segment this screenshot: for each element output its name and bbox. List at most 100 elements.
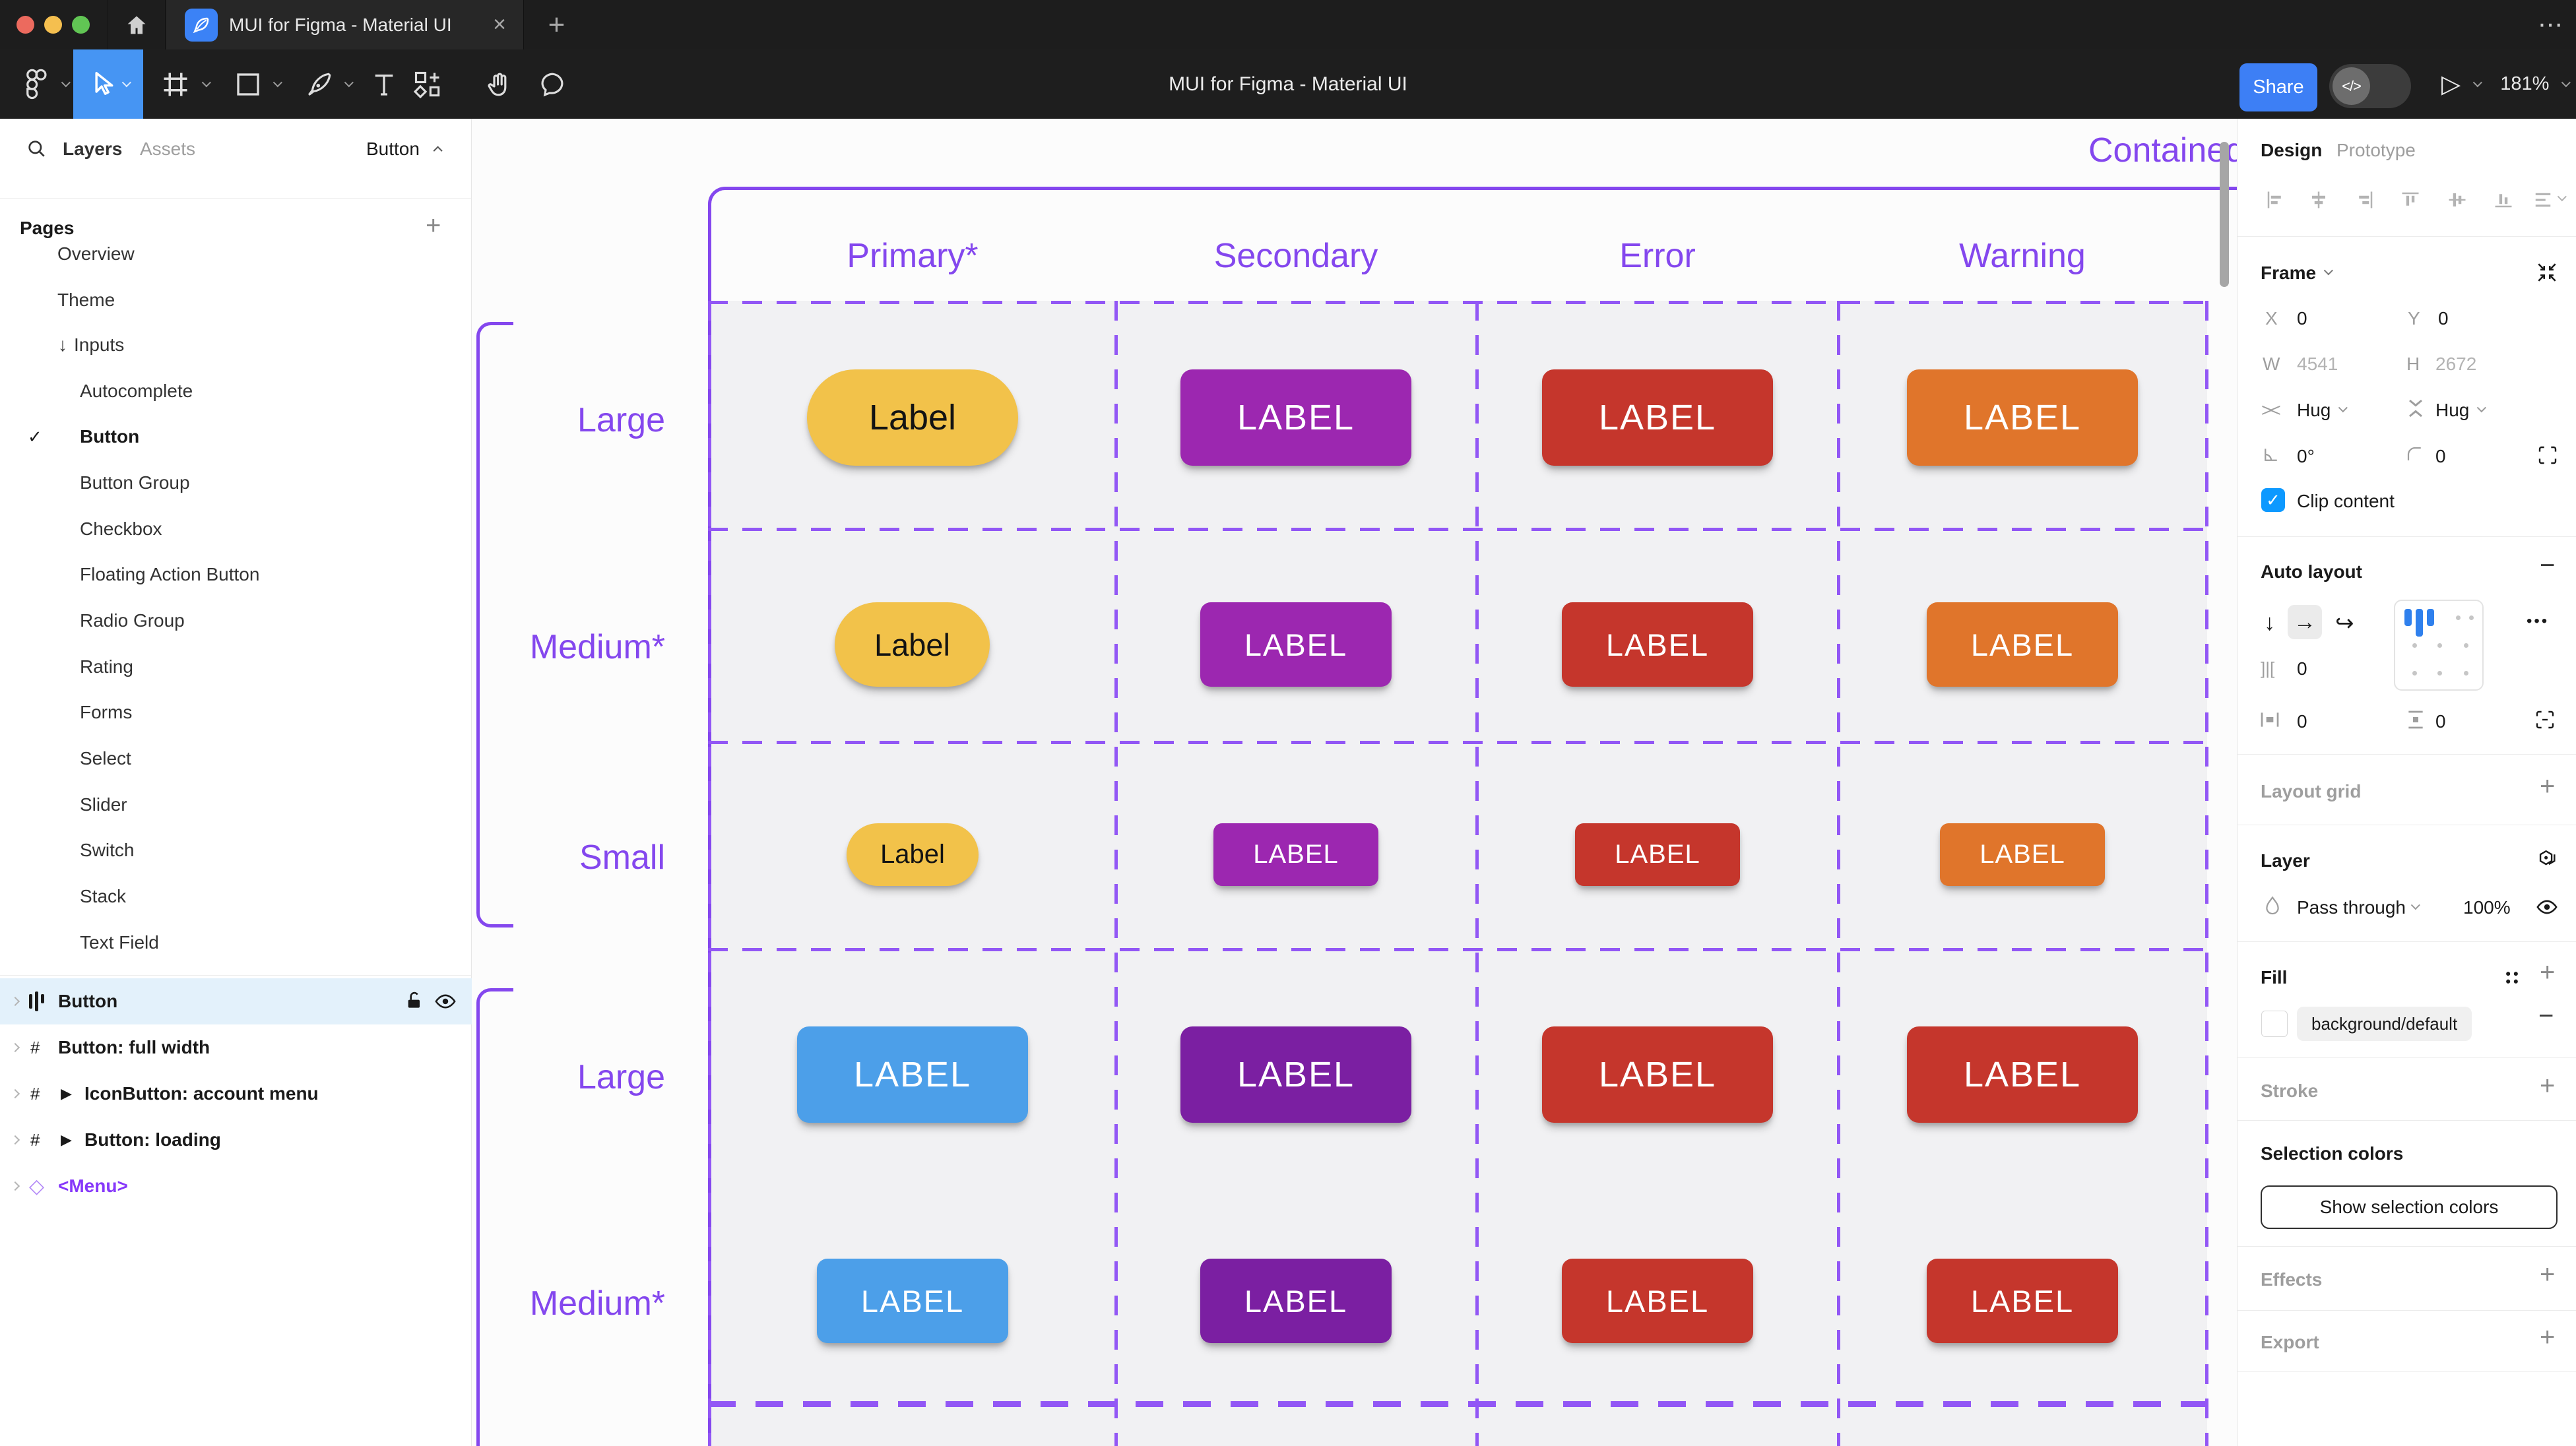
independent-corners-icon[interactable]: [2537, 445, 2558, 466]
document-tab[interactable]: MUI for Figma - Material UI ×: [166, 0, 524, 49]
show-selection-colors-button[interactable]: Show selection colors: [2261, 1185, 2558, 1229]
sidebar-item-radio-group[interactable]: Radio Group: [80, 610, 185, 631]
figma-menu-button[interactable]: [16, 49, 55, 119]
vertical-padding-value[interactable]: 0: [2435, 711, 2446, 732]
layer-row-button-full-width[interactable]: # Button: full width: [0, 1024, 472, 1071]
button-red-medium[interactable]: LABEL: [1562, 1259, 1753, 1343]
sidebar-item-button-group[interactable]: Button Group: [80, 472, 190, 493]
sidebar-item-switch[interactable]: Switch: [80, 840, 135, 860]
align-v-center-icon[interactable]: [2447, 190, 2467, 210]
individual-padding-icon[interactable]: [2534, 709, 2556, 730]
pen-tool-button[interactable]: [302, 49, 337, 119]
hand-tool-button[interactable]: [482, 49, 516, 119]
add-layout-grid-icon[interactable]: +: [2540, 772, 2556, 801]
button-red-large-2[interactable]: LABEL: [1907, 1026, 2138, 1123]
page-selector-chevron-icon[interactable]: [433, 146, 443, 156]
dev-mode-toggle[interactable]: </>: [2329, 64, 2411, 108]
layout-right-selected[interactable]: →: [2288, 605, 2322, 639]
zoom-window-button[interactable]: [72, 16, 90, 34]
layer-row-button[interactable]: Button: [0, 978, 472, 1024]
design-canvas[interactable]: Contained Primary* Secondary Error Warni…: [472, 119, 2237, 1446]
layer-row-iconbutton-account-menu[interactable]: # ▶ IconButton: account menu: [0, 1071, 472, 1117]
layer-row-button-loading[interactable]: # ▶ Button: loading: [0, 1117, 472, 1163]
rotation-value[interactable]: 0°: [2297, 446, 2315, 466]
present-play-icon[interactable]: ▷: [2441, 71, 2461, 98]
clip-content-label[interactable]: Clip content: [2297, 491, 2395, 511]
vertical-scrollbar[interactable]: [2220, 142, 2229, 287]
button-darkpurple-medium[interactable]: LABEL: [1200, 1259, 1392, 1343]
text-tool-button[interactable]: [367, 49, 401, 119]
button-secondary-small[interactable]: LABEL: [1213, 823, 1378, 886]
layer-visible-eye-icon[interactable]: [2536, 896, 2558, 918]
expand-chevron-icon[interactable]: [10, 996, 20, 1007]
sidebar-item-stack[interactable]: Stack: [80, 886, 127, 906]
alignment-matrix[interactable]: [2394, 600, 2484, 691]
corner-radius-value[interactable]: 0: [2435, 446, 2446, 466]
align-right-icon[interactable]: [2355, 190, 2375, 210]
align-top-icon[interactable]: [2400, 190, 2420, 210]
resources-tool-button[interactable]: [410, 49, 445, 119]
button-red-medium-2[interactable]: LABEL: [1927, 1259, 2118, 1343]
close-window-button[interactable]: [16, 16, 34, 34]
tab-assets[interactable]: Assets: [140, 139, 196, 159]
clip-content-checkbox[interactable]: ✓: [2261, 488, 2285, 512]
sidebar-item-button[interactable]: ✓ Button: [28, 426, 140, 447]
y-value[interactable]: 0: [2438, 308, 2449, 329]
button-blue-large[interactable]: LABEL: [797, 1026, 1028, 1123]
opacity-value[interactable]: 100%: [2463, 897, 2511, 918]
sidebar-item-autocomplete[interactable]: Autocomplete: [80, 381, 193, 401]
zoom-level[interactable]: 181%: [2500, 73, 2550, 94]
button-warning-large[interactable]: LABEL: [1907, 369, 2138, 466]
move-tool-button[interactable]: [73, 49, 143, 119]
comment-tool-button[interactable]: [536, 49, 570, 119]
sidebar-item-floating-action-button[interactable]: Floating Action Button: [80, 564, 260, 584]
sidebar-item-text-field[interactable]: Text Field: [80, 932, 159, 953]
frame-chevron-icon[interactable]: [2323, 266, 2333, 276]
w-value[interactable]: 4541: [2297, 354, 2338, 374]
button-warning-medium[interactable]: LABEL: [1927, 602, 2118, 687]
remove-fill-icon[interactable]: −: [2538, 1001, 2554, 1030]
shrink-icon[interactable]: [2536, 261, 2558, 284]
sidebar-item-overview[interactable]: Overview: [57, 243, 135, 264]
button-primary-small[interactable]: Label: [847, 823, 979, 886]
button-blue-medium[interactable]: LABEL: [817, 1259, 1008, 1343]
share-button[interactable]: Share: [2239, 63, 2317, 111]
sidebar-item-inputs[interactable]: ↓ Inputs: [58, 334, 125, 355]
distribute-chevron-icon[interactable]: [2557, 192, 2567, 202]
add-export-icon[interactable]: +: [2540, 1323, 2556, 1352]
hug-h-chevron-icon[interactable]: [2338, 403, 2348, 413]
add-fill-icon[interactable]: +: [2540, 958, 2556, 987]
button-secondary-large[interactable]: LABEL: [1180, 369, 1411, 466]
sidebar-item-slider[interactable]: Slider: [80, 794, 127, 815]
horizontal-padding-value[interactable]: 0: [2297, 711, 2307, 732]
expand-chevron-icon[interactable]: [10, 1042, 20, 1053]
layer-style-icon[interactable]: [2536, 848, 2558, 871]
button-primary-medium[interactable]: Label: [835, 602, 990, 687]
align-h-center-icon[interactable]: [2309, 190, 2329, 210]
button-secondary-medium[interactable]: LABEL: [1200, 602, 1392, 687]
frame-label[interactable]: Contained: [2088, 131, 2237, 170]
frame-tool-button[interactable]: [158, 49, 193, 119]
expand-chevron-icon[interactable]: [10, 1088, 20, 1099]
layout-wrap-icon[interactable]: ↩: [2335, 611, 2354, 636]
align-bottom-icon[interactable]: [2494, 190, 2513, 210]
window-more-icon[interactable]: ⋯: [2538, 11, 2563, 39]
button-error-large[interactable]: LABEL: [1542, 369, 1773, 466]
new-tab-button[interactable]: +: [548, 8, 565, 41]
button-red-large[interactable]: LABEL: [1542, 1026, 1773, 1123]
remove-auto-layout-icon[interactable]: −: [2540, 551, 2556, 580]
align-left-icon[interactable]: [2265, 190, 2285, 210]
styles-grid-icon[interactable]: [2503, 968, 2521, 987]
blend-mode-value[interactable]: Pass through: [2297, 897, 2406, 918]
hug-horizontal-value[interactable]: Hug: [2297, 400, 2331, 420]
blend-chevron-icon[interactable]: [2410, 900, 2420, 910]
minimize-window-button[interactable]: [44, 16, 62, 34]
page-selector[interactable]: Button: [366, 139, 420, 159]
frame-section-header[interactable]: Frame: [2261, 263, 2317, 283]
home-tab[interactable]: [108, 0, 166, 49]
button-primary-large[interactable]: Label: [807, 369, 1018, 466]
layout-down-icon[interactable]: ↓: [2264, 610, 2275, 635]
search-icon[interactable]: [26, 139, 48, 160]
button-warning-small[interactable]: LABEL: [1940, 823, 2105, 886]
close-tab-icon[interactable]: ×: [493, 12, 506, 37]
